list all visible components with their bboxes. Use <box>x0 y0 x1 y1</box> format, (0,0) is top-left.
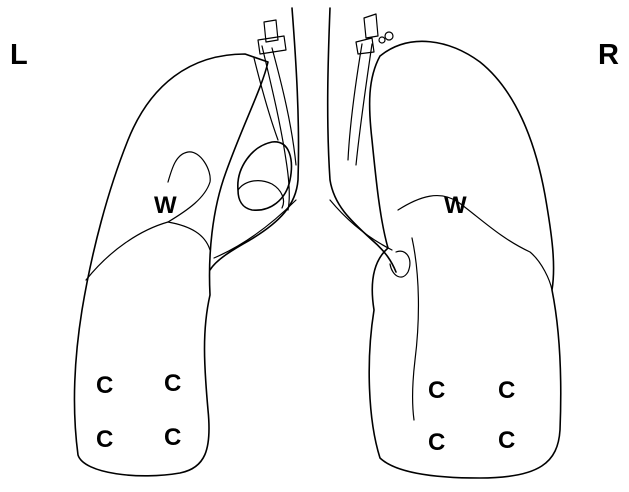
right-lung-c-label-1: C <box>428 377 445 404</box>
right-vessel-ring-2 <box>379 37 385 43</box>
left-lung-c-label-3: C <box>96 426 113 453</box>
right-lung-fissure-lower <box>412 238 418 420</box>
left-lung-hilum <box>168 222 210 250</box>
left-lung-fissure <box>86 152 210 280</box>
left-lung-w-label: W <box>154 192 177 219</box>
left-lung-outline <box>75 54 268 476</box>
right-lung-c-label-2: C <box>498 377 515 404</box>
right-lung-w-label: W <box>444 192 467 219</box>
right-lung-c-label-4: C <box>498 427 515 454</box>
right-lung-c-label-3: C <box>428 429 445 456</box>
right-vessel-1 <box>348 44 362 160</box>
right-side-label: R <box>598 39 619 71</box>
left-main-bronchus <box>214 200 296 258</box>
right-lung-outline <box>369 41 561 478</box>
right-vessel-ring-1 <box>385 32 393 40</box>
left-lung-c-label-4: C <box>164 424 181 451</box>
left-side-label: L <box>10 39 28 71</box>
left-lung-c-label-2: C <box>164 370 181 397</box>
right-lung-fissure-upper <box>398 196 552 290</box>
left-lung-c-label-1: C <box>96 372 113 399</box>
right-vessel-stub <box>356 14 378 54</box>
